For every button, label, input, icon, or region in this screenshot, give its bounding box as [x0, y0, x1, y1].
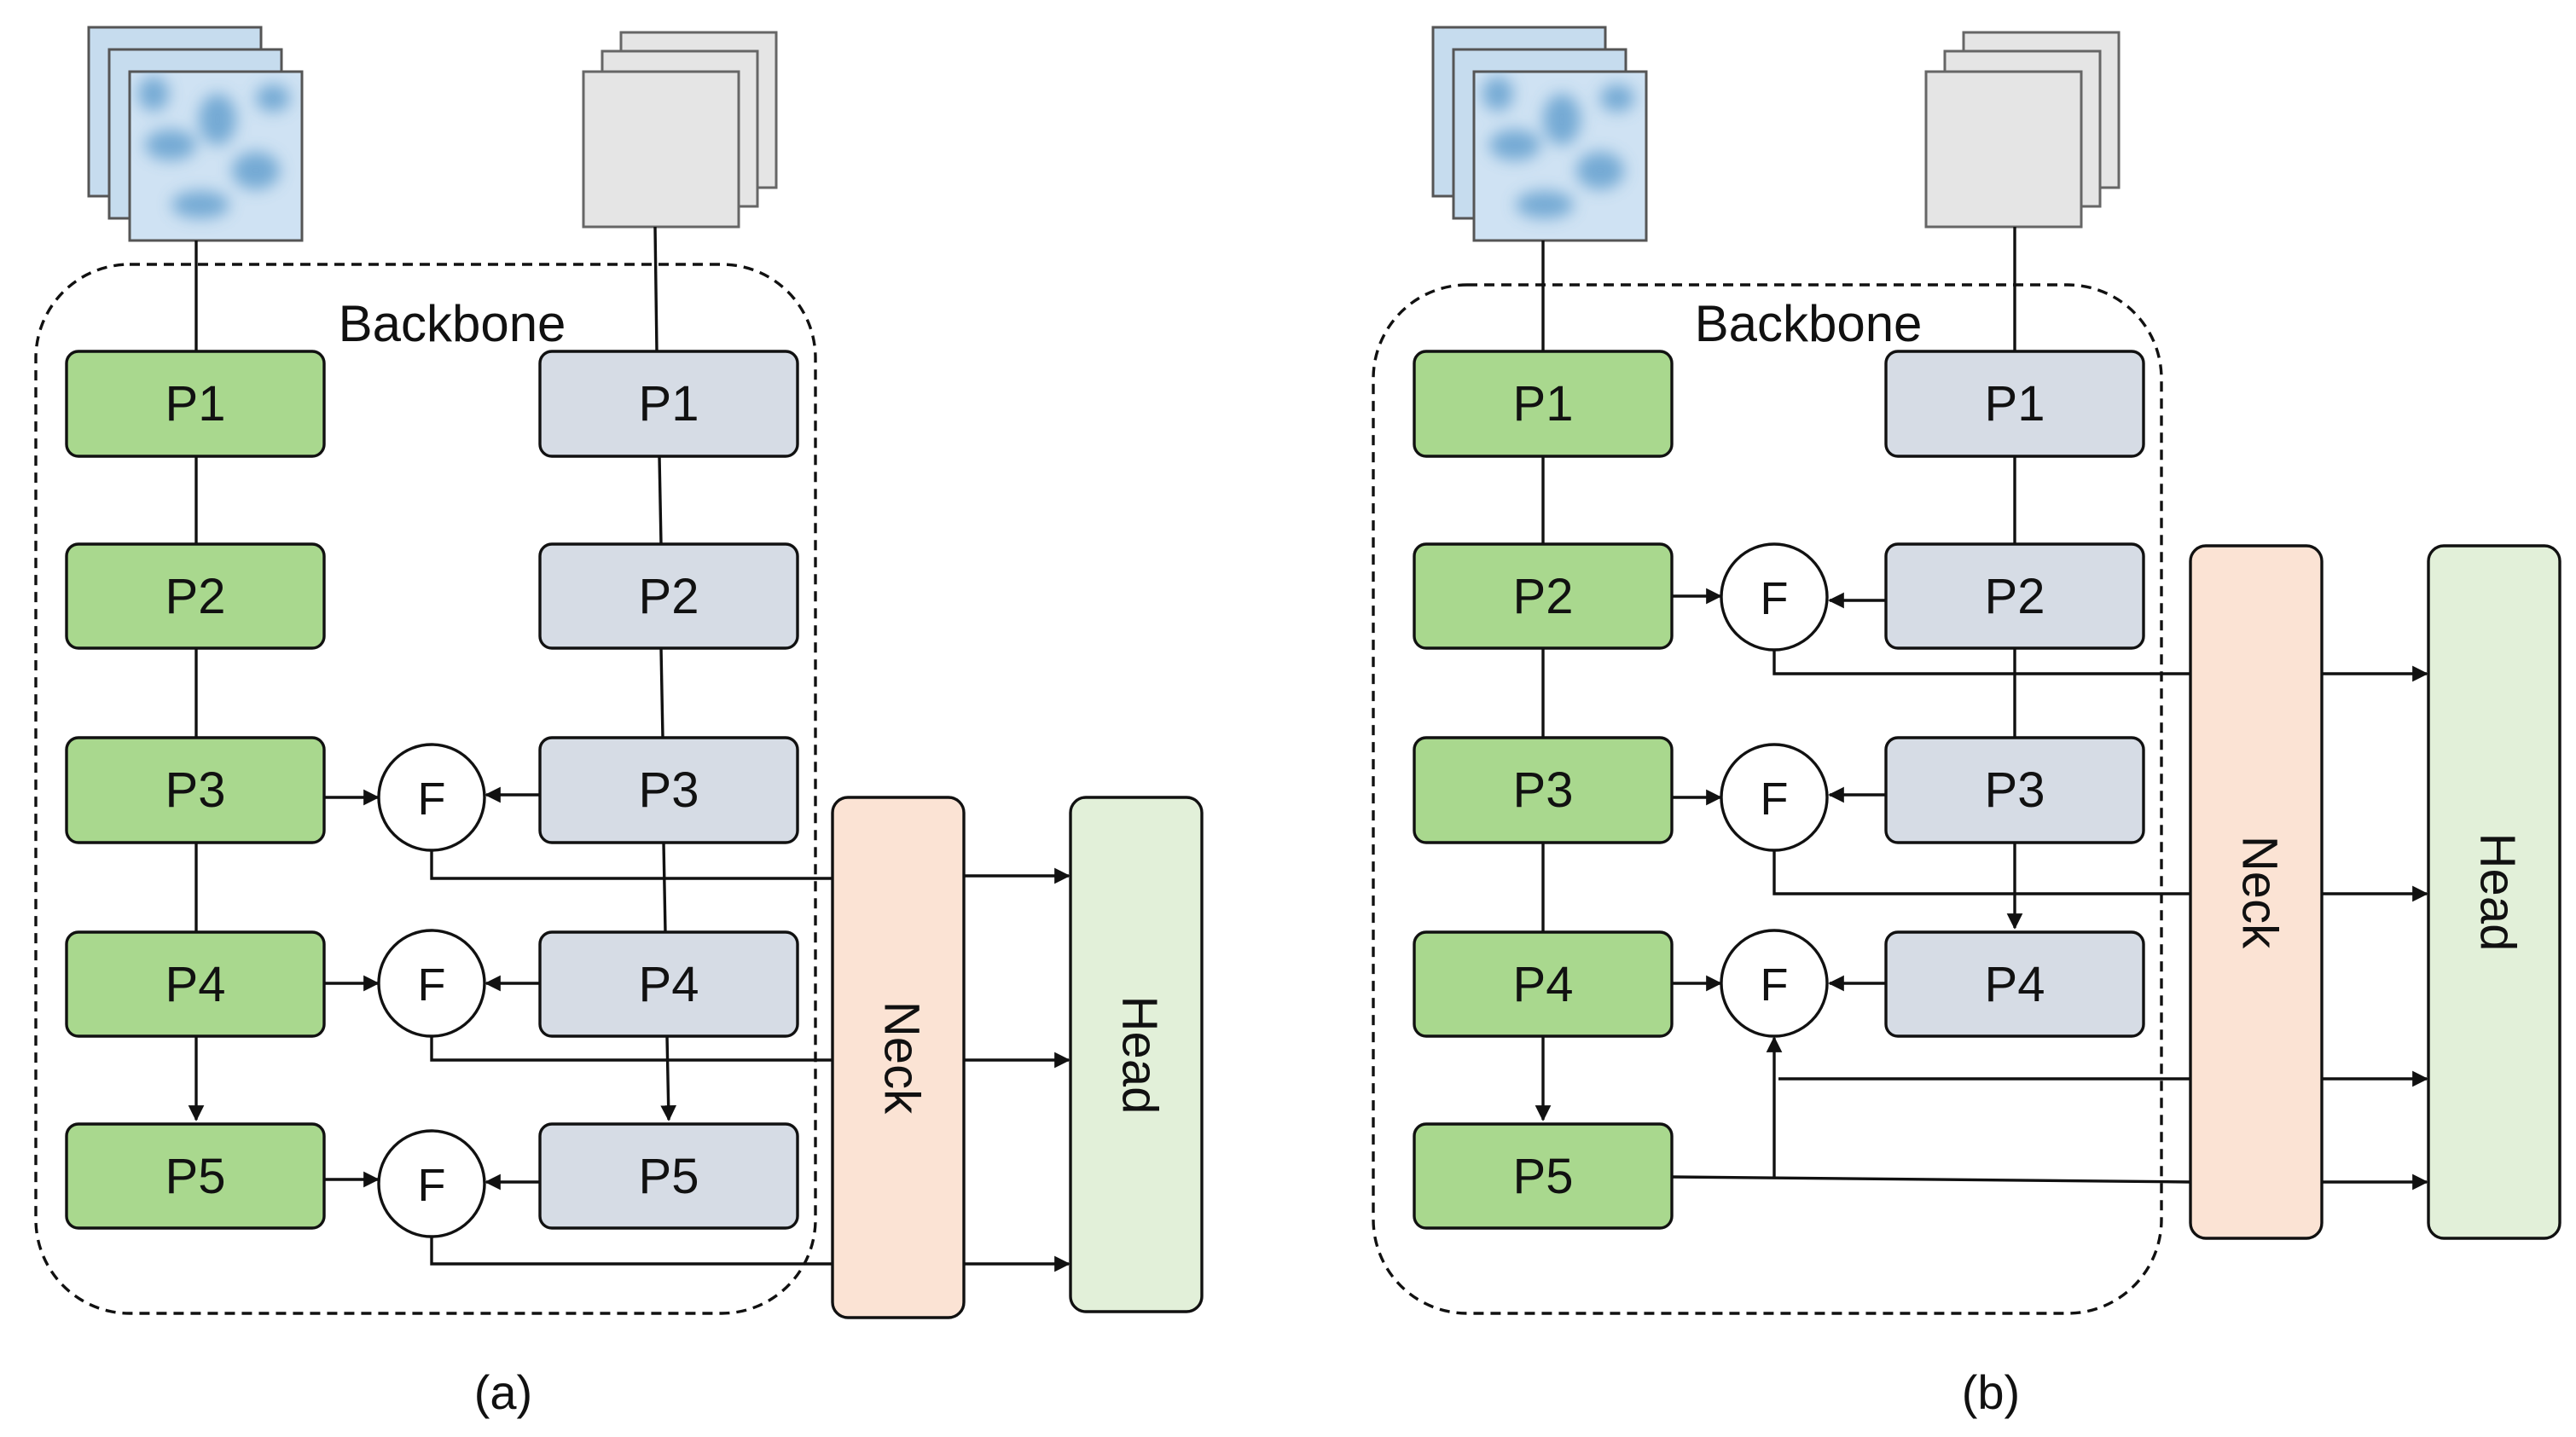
- head-label: Head: [1112, 996, 1168, 1115]
- green-block-p3: P3: [1413, 736, 1674, 844]
- gray-block-p1: P1: [1884, 350, 2145, 458]
- green-block-p1: P1: [65, 350, 326, 458]
- block-label: P2: [639, 569, 699, 624]
- block-label: P3: [1985, 762, 2045, 818]
- backbone-container: [34, 263, 817, 1315]
- block-label: P2: [1513, 569, 1574, 624]
- block-label: P1: [1985, 376, 2045, 432]
- fusion-input-arrows: [324, 786, 540, 1191]
- gray-image-stack-icon: [1924, 31, 2121, 229]
- block-label: P3: [1513, 762, 1574, 818]
- green-block-p4: P4: [1413, 930, 1674, 1038]
- block-label: P1: [639, 376, 699, 432]
- fusion-output-lines: [430, 850, 833, 1266]
- fusion-label: F: [1761, 774, 1789, 825]
- block-label: P4: [639, 957, 699, 1012]
- gray-block-p2: P2: [538, 542, 799, 650]
- block-label: P2: [1985, 569, 2045, 624]
- fusion-label: F: [1761, 573, 1789, 624]
- green-block-p2: P2: [65, 542, 326, 650]
- block-label: P5: [165, 1149, 226, 1204]
- green-block-p2: P2: [1413, 542, 1674, 650]
- fusion-label: F: [418, 774, 446, 825]
- gray-block-p4: P4: [1884, 930, 2145, 1038]
- gray-block-p5: P5: [538, 1122, 799, 1230]
- connector-lines: [188, 226, 677, 1121]
- block-label: P3: [639, 762, 699, 818]
- fusion-node-4: F: [1720, 929, 1829, 1038]
- neck-label: Neck: [874, 1001, 930, 1115]
- green-block-p1: P1: [1413, 350, 1674, 458]
- block-label: P1: [1513, 376, 1574, 432]
- backbone-label: Backbone: [1695, 295, 1923, 352]
- panel-a: Backbone P1 P2 P3 P4: [34, 26, 1204, 1419]
- caption-b: (b): [1962, 1365, 2020, 1419]
- block-label: P4: [165, 957, 226, 1012]
- fusion-output-lines: [1671, 650, 2191, 1184]
- head-block: Head: [1069, 796, 1204, 1313]
- heatmap-stack-icon: [1431, 26, 1648, 242]
- block-label: P4: [1513, 957, 1574, 1012]
- gray-block-p2: P2: [1884, 542, 2145, 650]
- head-block: Head: [2427, 544, 2561, 1240]
- fusion-node-3: F: [377, 743, 486, 852]
- neck-label: Neck: [2232, 836, 2288, 949]
- head-label: Head: [2470, 833, 2526, 952]
- backbone-container: [1372, 283, 2163, 1315]
- gray-block-p3: P3: [538, 736, 799, 844]
- block-label: P1: [165, 376, 226, 432]
- fusion-node-3: F: [1720, 743, 1829, 852]
- block-label: P4: [1985, 957, 2045, 1012]
- fusion-node-2: F: [1720, 542, 1829, 652]
- green-block-p4: P4: [65, 930, 326, 1038]
- green-block-p5: P5: [1413, 1122, 1674, 1230]
- fusion-label: F: [418, 1160, 446, 1211]
- fusion-node-5: F: [377, 1129, 486, 1238]
- neck-block: Neck: [2189, 544, 2324, 1240]
- gray-block-p3: P3: [1884, 736, 2145, 844]
- block-label: P5: [1513, 1149, 1574, 1204]
- caption-a: (a): [474, 1365, 532, 1419]
- green-block-p3: P3: [65, 736, 326, 844]
- gray-image-stack-icon: [582, 31, 778, 229]
- neck-to-head-arrows: [2322, 665, 2428, 1191]
- fusion-input-arrows: [1672, 588, 1886, 992]
- heatmap-stack-icon: [87, 26, 304, 242]
- panel-b: Backbone P1 P2 P3 P4: [1372, 26, 2561, 1419]
- block-label: P3: [165, 762, 226, 818]
- neck-to-head-arrows: [964, 867, 1070, 1272]
- gray-block-p4: P4: [538, 930, 799, 1038]
- fusion-label: F: [418, 959, 446, 1011]
- green-block-p5: P5: [65, 1122, 326, 1230]
- block-label: P5: [639, 1149, 699, 1204]
- neck-block: Neck: [831, 796, 966, 1319]
- backbone-label: Backbone: [339, 295, 566, 352]
- fusion-label: F: [1761, 959, 1789, 1011]
- gray-block-p1: P1: [538, 350, 799, 458]
- connector-lines: [1535, 227, 2023, 1121]
- block-label: P2: [165, 569, 226, 624]
- fusion-node-4: F: [377, 929, 486, 1038]
